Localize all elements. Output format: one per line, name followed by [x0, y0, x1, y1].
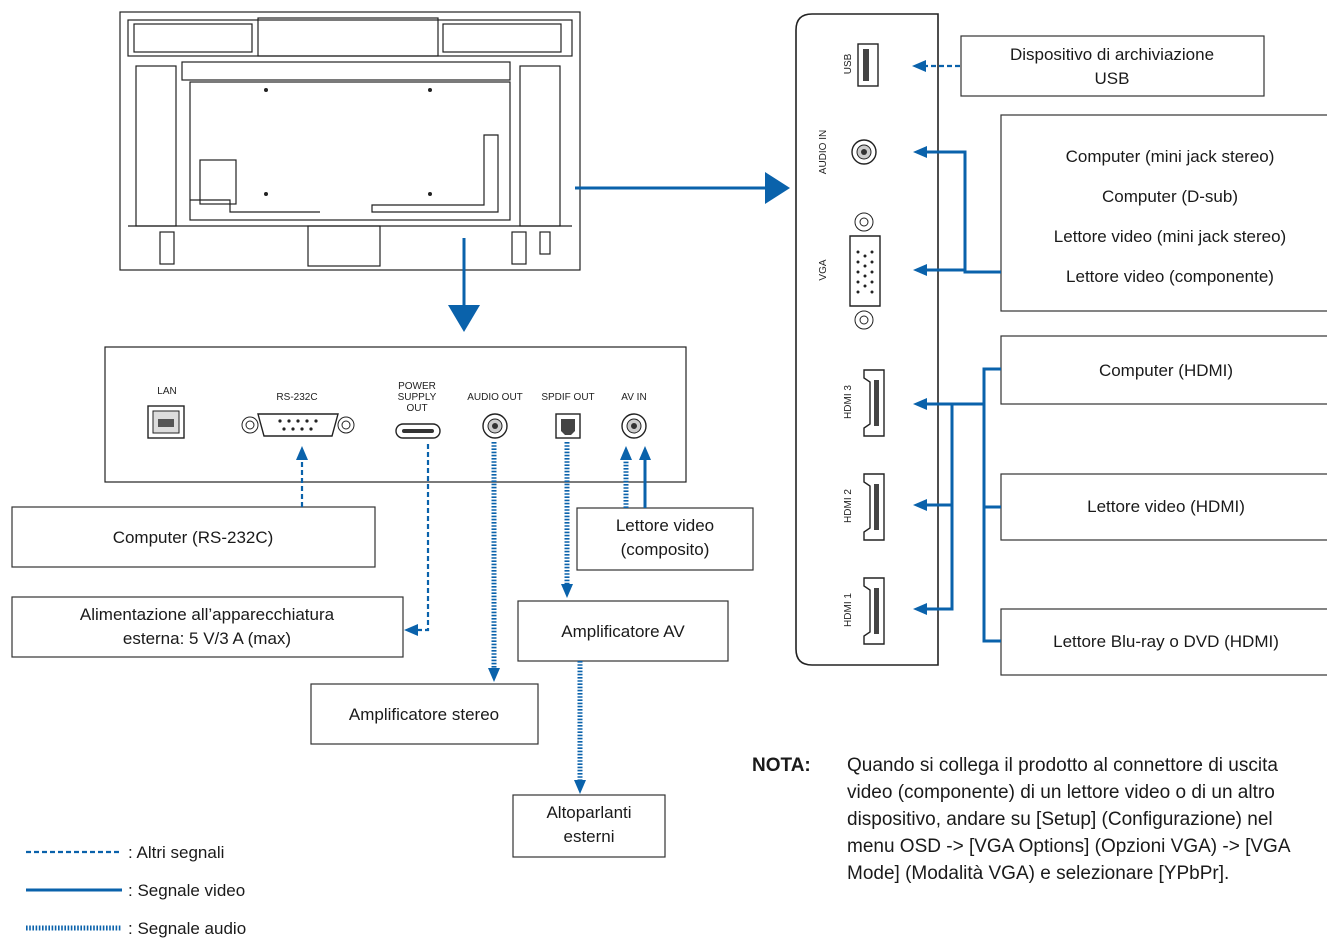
hdmi3-label: HDMI 3	[843, 385, 854, 419]
side-port-panel	[795, 13, 939, 666]
video-player-mini-jack: Lettore video (mini jack stereo)	[1054, 227, 1286, 246]
speakers-line1: Altoparlanti	[546, 803, 631, 822]
device-power-external: Alimentazione all’apparecchiatura estern…	[11, 596, 404, 658]
computer-hdmi-label: Computer (HDMI)	[1099, 361, 1233, 380]
arrow-to-side-panel	[575, 172, 790, 204]
hdmi2-port[interactable]: HDMI 2	[843, 473, 885, 541]
usb-storage-line2: USB	[1095, 69, 1130, 88]
connection-hdmi	[913, 367, 1001, 643]
power-supply-out-port[interactable]: POWER SUPPLY OUT	[395, 381, 441, 439]
power-label-line2: SUPPLY	[398, 392, 437, 403]
hdmi3-port[interactable]: HDMI 3	[843, 369, 885, 437]
power-external-line1: Alimentazione all’apparecchiatura	[80, 605, 335, 624]
hdmi1-port[interactable]: HDMI 1	[843, 577, 885, 645]
device-video-player-hdmi: Lettore video (HDMI)	[1000, 473, 1327, 541]
connection-computer-group	[913, 146, 1001, 276]
hdmi2-label: HDMI 2	[843, 489, 854, 523]
device-bluray-dvd-hdmi: Lettore Blu-ray o DVD (HDMI)	[1000, 608, 1327, 676]
device-amplifier-av: Amplificatore AV	[517, 600, 729, 662]
speakers-line2: esterni	[563, 827, 614, 846]
amplifier-stereo-label: Amplificatore stereo	[349, 705, 499, 724]
rear-port-panel	[104, 346, 687, 483]
device-computer-rs232c: Computer (RS-232C)	[11, 506, 376, 568]
amplifier-av-label: Amplificatore AV	[561, 622, 685, 641]
device-video-player-composite: Lettore video (composito)	[576, 507, 754, 571]
spdif-out-label: SPDIF OUT	[541, 392, 594, 403]
video-player-hdmi-label: Lettore video (HDMI)	[1087, 497, 1245, 516]
legend-video-label: : Segnale video	[128, 881, 245, 900]
usb-storage-line1: Dispositivo di archiviazione	[1010, 45, 1214, 64]
bluray-dvd-hdmi-label: Lettore Blu-ray o DVD (HDMI)	[1053, 632, 1279, 651]
vga-port[interactable]: VGA	[818, 212, 881, 330]
connection-audio-out	[488, 442, 500, 682]
spdif-out-port[interactable]: SPDIF OUT	[541, 392, 595, 439]
audio-out-port[interactable]: AUDIO OUT	[467, 392, 523, 439]
hdmi1-label: HDMI 1	[843, 593, 854, 627]
av-in-label: AV IN	[621, 392, 646, 403]
audio-in-port[interactable]: AUDIO IN	[818, 130, 877, 174]
rs232c-label: RS-232C	[276, 392, 317, 403]
connection-rs232c	[296, 446, 308, 507]
connection-av-in	[620, 446, 651, 508]
power-label-line3: OUT	[406, 403, 427, 414]
legend-other-label: : Altri segnali	[128, 843, 224, 862]
computer-mini-jack: Computer (mini jack stereo)	[1066, 147, 1275, 166]
composite-line1: Lettore video	[616, 516, 714, 535]
computer-rs232c-label: Computer (RS-232C)	[113, 528, 274, 547]
connection-spdif-out	[561, 442, 573, 598]
device-external-speakers: Altoparlanti esterni	[512, 794, 666, 858]
arrow-to-rear-panel	[448, 238, 480, 332]
monitor-rear-illustration	[119, 11, 581, 271]
power-external-line2: esterna: 5 V/3 A (max)	[123, 629, 291, 648]
connection-usb	[912, 60, 960, 72]
legend-audio-label: : Segnale audio	[128, 919, 246, 938]
connection-power	[404, 444, 430, 636]
lan-label: LAN	[157, 386, 176, 397]
audio-out-label: AUDIO OUT	[467, 392, 523, 403]
note-title: NOTA:	[752, 755, 811, 776]
rs232c-port[interactable]: RS-232C	[241, 392, 355, 437]
usb-port[interactable]: USB	[843, 43, 879, 87]
device-usb-storage: Dispositivo di archiviazione USB	[960, 35, 1265, 97]
usb-label: USB	[843, 53, 854, 74]
computer-dsub: Computer (D-sub)	[1102, 187, 1238, 206]
av-in-port[interactable]: AV IN	[621, 392, 647, 439]
note-body: Quando si collega il prodotto al connett…	[847, 755, 1290, 884]
device-computer-hdmi: Computer (HDMI)	[1000, 335, 1327, 405]
audio-in-label: AUDIO IN	[818, 130, 829, 174]
vga-label: VGA	[818, 259, 829, 280]
device-computer-group: Computer (mini jack stereo) Computer (D-…	[1000, 114, 1327, 312]
power-label-line1: POWER	[398, 381, 436, 392]
composite-line2: (composito)	[621, 540, 710, 559]
legend: : Altri segnali : Segnale video : Segnal…	[26, 843, 246, 938]
connection-speakers	[574, 661, 586, 794]
video-player-component: Lettore video (componente)	[1066, 267, 1274, 286]
lan-port[interactable]: LAN	[147, 386, 185, 439]
device-amplifier-stereo: Amplificatore stereo	[310, 683, 539, 745]
